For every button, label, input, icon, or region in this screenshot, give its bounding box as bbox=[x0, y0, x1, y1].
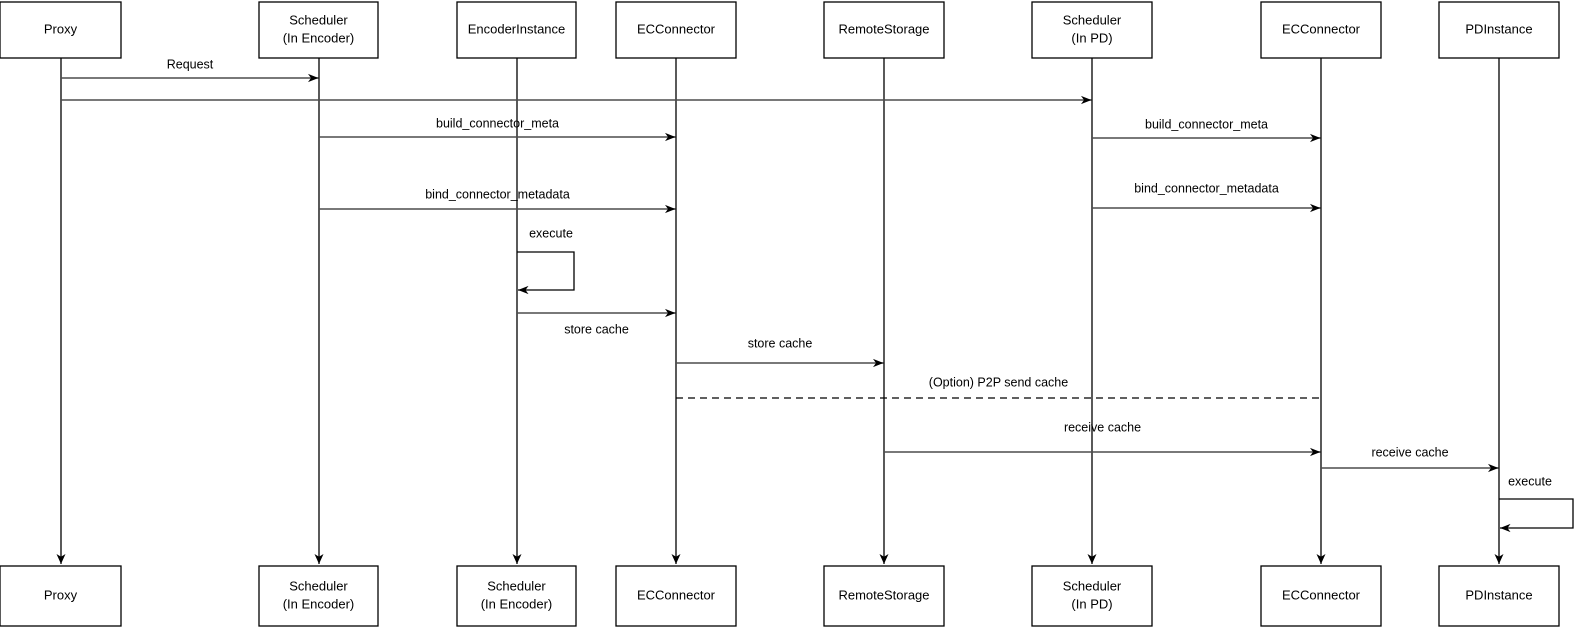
self-message-label-s2: execute bbox=[1508, 474, 1552, 488]
actor-header-rect bbox=[1031, 1, 1153, 59]
actor-footer-label-line2: (In Encoder) bbox=[283, 596, 355, 611]
message-m4: build_connector_meta bbox=[1092, 117, 1321, 143]
actor-header-scheduler-in-encoder[interactable]: Scheduler (In Encoder) bbox=[258, 1, 379, 59]
message-label-m4: build_connector_meta bbox=[1145, 117, 1268, 131]
message-label-m11: receive cache bbox=[1371, 445, 1448, 459]
actor-header-label: RemoteStorage bbox=[838, 21, 929, 36]
actor-footer-label: ECConnector bbox=[637, 587, 716, 602]
actor-footer-pd-instance[interactable]: PDInstance bbox=[1438, 565, 1560, 627]
actor-header-label-line2: (In PD) bbox=[1071, 30, 1112, 45]
message-label-m5: bind_connector_metadata bbox=[425, 187, 570, 201]
messages-layer: Request build_connector_meta build_connect… bbox=[61, 57, 1499, 473]
actor-footer-rect bbox=[615, 565, 737, 627]
message-label-m9: (Option) P2P send cache bbox=[929, 375, 1068, 389]
actor-footer-ec-connector-encoder[interactable]: ECConnector bbox=[615, 565, 737, 627]
actor-footer-remote-storage[interactable]: RemoteStorage bbox=[823, 565, 945, 627]
self-message-label-s1: execute bbox=[529, 226, 573, 240]
message-label-m1: Request bbox=[167, 57, 214, 71]
actor-footer-rect bbox=[1260, 565, 1382, 627]
actor-footer-scheduler-in-pd[interactable]: Scheduler (In PD) bbox=[1031, 565, 1153, 627]
message-label-m7: store cache bbox=[564, 322, 629, 336]
actor-footer-rect bbox=[823, 565, 945, 627]
actor-footer-boxes-layer: Proxy Scheduler (In Encoder) Scheduler (In E… bbox=[0, 565, 1560, 627]
actor-header-label: Proxy bbox=[44, 21, 78, 36]
self-message-s1: execute bbox=[517, 226, 575, 295]
actor-footer-rect bbox=[456, 565, 577, 627]
message-m1: Request bbox=[61, 57, 319, 83]
actor-header-rect bbox=[823, 1, 945, 59]
self-messages-layer: execute execute bbox=[517, 226, 1574, 533]
message-label-m10: receive cache bbox=[1064, 420, 1141, 434]
actor-footer-encoder-instance[interactable]: Scheduler (In Encoder) bbox=[456, 565, 577, 627]
message-m8: store cache bbox=[676, 336, 884, 368]
actor-footer-label-line1: Scheduler bbox=[1063, 578, 1122, 593]
actor-header-rect bbox=[615, 1, 737, 59]
message-m6: bind_connector_metadata bbox=[1092, 181, 1321, 213]
actor-header-rect bbox=[1438, 1, 1560, 59]
actor-footer-rect bbox=[0, 565, 122, 627]
actor-footer-rect bbox=[1438, 565, 1560, 627]
self-message-path-s1 bbox=[517, 251, 575, 295]
actor-header-rect bbox=[1260, 1, 1382, 59]
actor-header-remote-storage[interactable]: RemoteStorage bbox=[823, 1, 945, 59]
actor-header-rect bbox=[258, 1, 379, 59]
actor-footer-label-line2: (In Encoder) bbox=[481, 596, 553, 611]
actor-footer-rect bbox=[1031, 565, 1153, 627]
self-message-path-s2 bbox=[1499, 498, 1574, 533]
actor-footer-label-line2: (In PD) bbox=[1071, 596, 1112, 611]
message-label-m6: bind_connector_metadata bbox=[1134, 181, 1279, 195]
actor-header-label-line1: Scheduler bbox=[289, 12, 348, 27]
actor-header-scheduler-in-pd[interactable]: Scheduler (In PD) bbox=[1031, 1, 1153, 59]
actor-header-rect bbox=[456, 1, 577, 59]
actor-header-boxes-layer: Proxy Scheduler (In Encoder) EncoderInstanc… bbox=[0, 1, 1560, 59]
actor-header-encoder-instance[interactable]: EncoderInstance bbox=[456, 1, 577, 59]
actor-header-label: ECConnector bbox=[637, 21, 716, 36]
actor-footer-label: Proxy bbox=[44, 587, 78, 602]
actor-header-rect bbox=[0, 1, 122, 59]
actor-footer-proxy[interactable]: Proxy bbox=[0, 565, 122, 627]
message-m11: receive cache bbox=[1321, 445, 1499, 473]
actor-footer-label-line1: Scheduler bbox=[487, 578, 546, 593]
message-m7: store cache bbox=[517, 308, 676, 336]
actor-header-pd-instance[interactable]: PDInstance bbox=[1438, 1, 1560, 59]
message-label-m8: store cache bbox=[748, 336, 813, 350]
actor-header-ec-connector-encoder[interactable]: ECConnector bbox=[615, 1, 737, 59]
actor-header-label: EncoderInstance bbox=[468, 21, 566, 36]
message-m10: receive cache bbox=[884, 420, 1321, 457]
actor-header-ec-connector-pd[interactable]: ECConnector bbox=[1260, 1, 1382, 59]
actor-footer-label: PDInstance bbox=[1465, 587, 1532, 602]
actor-header-label-line2: (In Encoder) bbox=[283, 30, 355, 45]
lifelines-layer bbox=[56, 58, 1504, 564]
message-label-m3: build_connector_meta bbox=[436, 116, 559, 130]
actor-footer-scheduler-in-encoder[interactable]: Scheduler (In Encoder) bbox=[258, 565, 379, 627]
message-m9: (Option) P2P send cache bbox=[676, 375, 1321, 399]
actor-footer-label: RemoteStorage bbox=[838, 587, 929, 602]
actor-footer-rect bbox=[258, 565, 379, 627]
actor-header-label-line1: Scheduler bbox=[1063, 12, 1122, 27]
message-m5: bind_connector_metadata bbox=[319, 187, 676, 214]
actor-header-label: PDInstance bbox=[1465, 21, 1532, 36]
actor-header-label: ECConnector bbox=[1282, 21, 1361, 36]
message-m3: build_connector_meta bbox=[319, 116, 676, 142]
self-message-s2: execute bbox=[1499, 474, 1574, 533]
actor-footer-label-line1: Scheduler bbox=[289, 578, 348, 593]
actor-footer-ec-connector-pd[interactable]: ECConnector bbox=[1260, 565, 1382, 627]
actor-footer-label: ECConnector bbox=[1282, 587, 1361, 602]
actor-header-proxy[interactable]: Proxy bbox=[0, 1, 122, 59]
